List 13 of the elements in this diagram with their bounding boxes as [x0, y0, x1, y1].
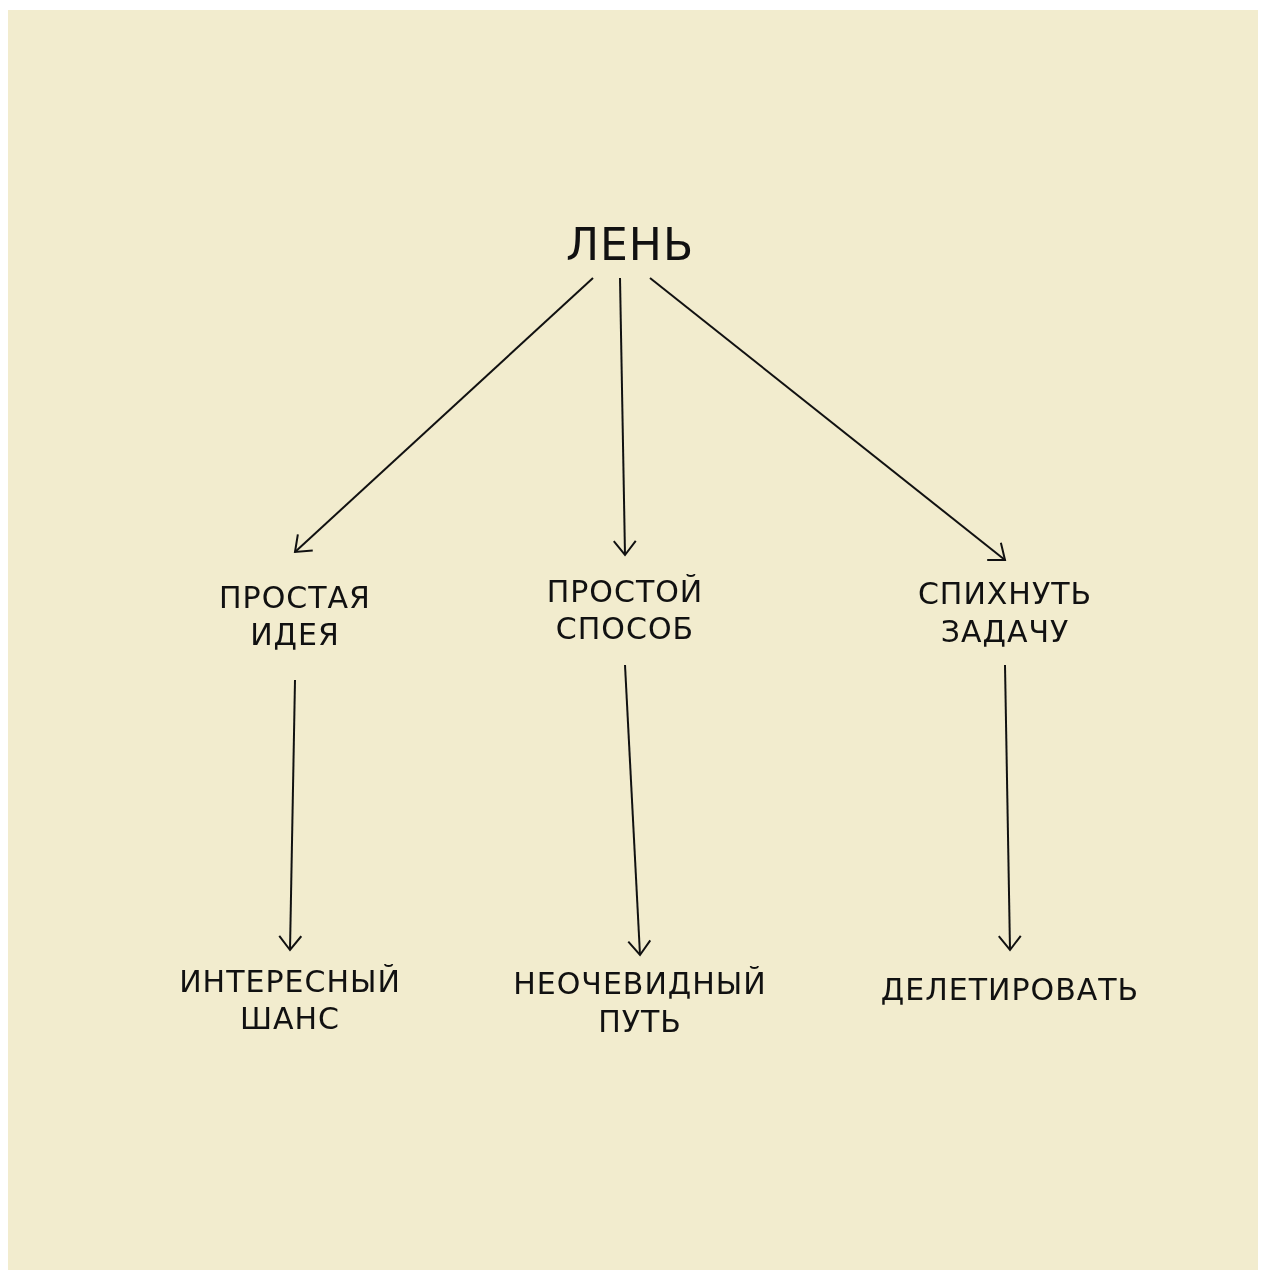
node-label: ДЕЛЕТИРОВАТЬ — [880, 971, 1140, 1009]
arrow — [624, 664, 652, 956]
node-label: СПИХНУТЬ ЗАДАЧУ — [916, 575, 1094, 650]
arrow — [294, 277, 594, 553]
arrow — [997, 664, 1022, 951]
node-label: ИНТЕРЕСНЫЙ ШАНС — [178, 962, 402, 1038]
node-label: ПРОСТОЙ СПОСОБ — [545, 572, 705, 648]
arrow — [278, 679, 303, 951]
title-word: ЛЕНЬ — [565, 217, 695, 272]
node-label: НЕОЧЕВИДНЫЙ ПУТЬ — [512, 965, 768, 1040]
node-label: ПРОСТАЯ ИДЕЯ — [218, 578, 372, 654]
arrow — [649, 277, 1006, 561]
arrow — [612, 277, 637, 556]
